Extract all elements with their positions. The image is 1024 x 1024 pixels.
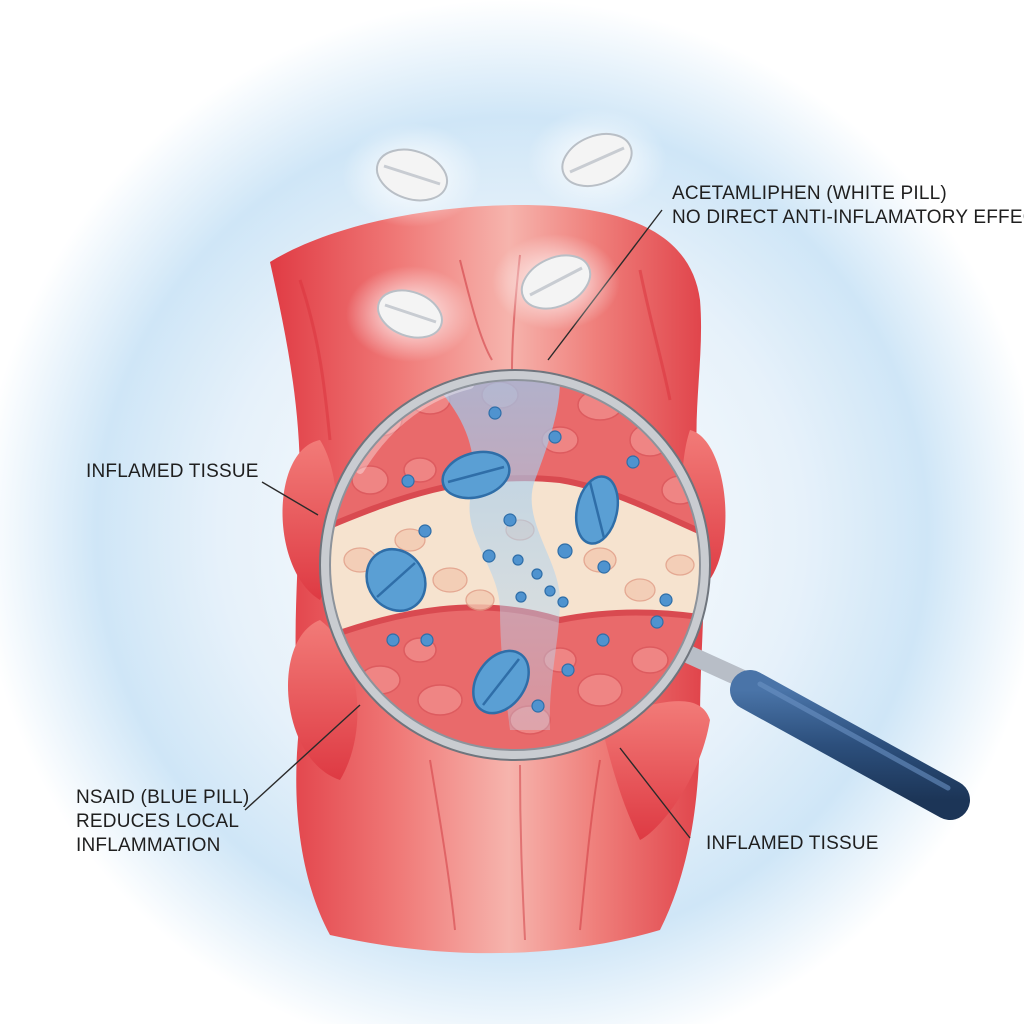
white-pill-icon	[342, 123, 482, 227]
white-pill-icon	[346, 266, 474, 362]
inflamed-tissue-left-text: INFLAMED TISSUE	[86, 460, 259, 484]
acetaminophen-label-line2: NO DIRECT ANTI-INFLAMATORY EFFECT	[672, 206, 1024, 230]
acetaminophen-label-line1: ACETAMLIPHEN (WHITE PILL)	[672, 182, 1024, 206]
white-pill-icon	[492, 234, 620, 330]
acetaminophen-label: ACETAMLIPHEN (WHITE PILL) NO DIRECT ANTI…	[672, 182, 1024, 230]
white-pill-icon	[527, 108, 667, 212]
nsaid-label-line3: INFLAMMATION	[76, 834, 249, 858]
inflamed-tissue-right-text: INFLAMED TISSUE	[706, 832, 879, 856]
inflamed-tissue-label-right: INFLAMED TISSUE	[706, 832, 879, 856]
nsaid-label-line1: NSAID (BLUE PILL)	[76, 786, 249, 810]
nsaid-label: NSAID (BLUE PILL) REDUCES LOCAL INFLAMMA…	[76, 786, 249, 858]
nsaid-label-line2: REDUCES LOCAL	[76, 810, 249, 834]
inflamed-tissue-label-left: INFLAMED TISSUE	[86, 460, 259, 484]
